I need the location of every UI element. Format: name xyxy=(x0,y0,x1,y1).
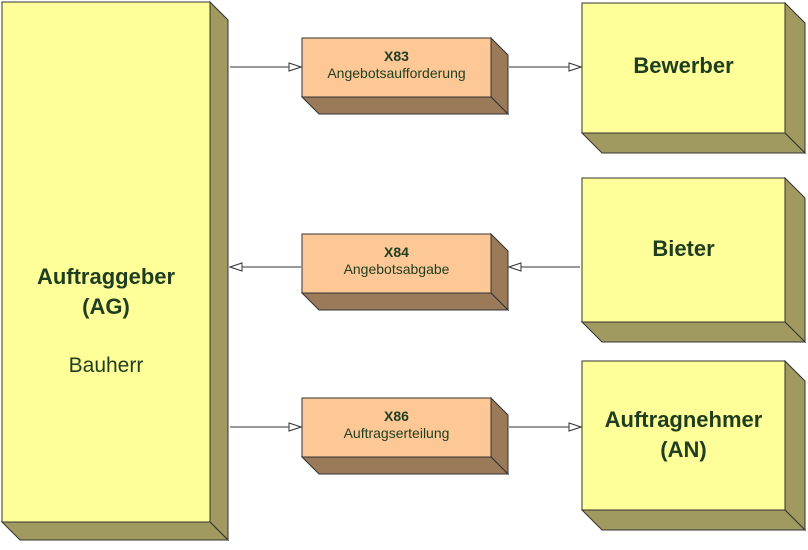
bewerber-label: Bewerber xyxy=(582,51,785,81)
auftragnehmer-abbreviation: (AN) xyxy=(660,437,707,462)
bewerber-box xyxy=(580,1,807,155)
message-box-x83 xyxy=(300,36,510,116)
auftragnehmer-label: Auftragnehmer (AN) xyxy=(582,405,785,465)
message-name-x86: Auftragserteilung xyxy=(343,425,450,441)
message-label-x86: X86 Auftragserteilung xyxy=(302,408,491,442)
message-name-x84: Angebotsabgabe xyxy=(343,261,450,277)
auftragnehmer-title: Auftragnehmer xyxy=(604,407,763,432)
message-code-x84: X84 xyxy=(384,244,409,260)
auftragnehmer-box xyxy=(580,359,807,532)
message-label-x83: X83 Angebotsaufforderung xyxy=(302,48,491,82)
auftraggeber-title: Auftraggeber xyxy=(36,264,176,289)
message-code-x83: X83 xyxy=(384,48,409,64)
bieter-box xyxy=(580,176,807,344)
message-code-x86: X86 xyxy=(384,408,409,424)
auftraggeber-label: Auftraggeber (AG) Bauherr xyxy=(2,262,210,380)
auftraggeber-box xyxy=(0,0,230,542)
auftraggeber-abbreviation: (AG) xyxy=(82,294,130,319)
message-label-x84: X84 Angebotsabgabe xyxy=(302,244,491,278)
message-name-x83: Angebotsaufforderung xyxy=(327,65,466,81)
auftraggeber-subtitle: Bauherr xyxy=(68,354,144,377)
bieter-label: Bieter xyxy=(582,234,785,264)
message-box-x86 xyxy=(300,396,510,476)
bewerber-title: Bewerber xyxy=(633,53,734,78)
message-box-x84 xyxy=(300,232,510,312)
bieter-title: Bieter xyxy=(652,236,715,261)
